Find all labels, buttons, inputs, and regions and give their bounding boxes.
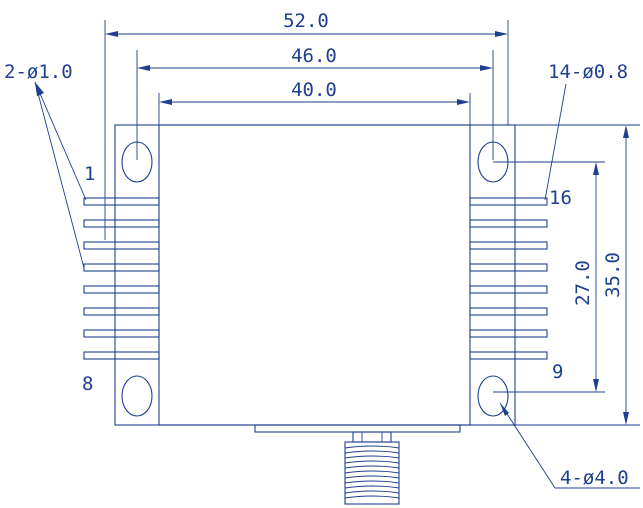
right-pin-8 — [469, 351, 548, 360]
left-pin-6 — [83, 307, 160, 316]
bottom-strip — [254, 424, 461, 433]
mount-hole-bl — [121, 375, 153, 417]
thread-line — [344, 450, 400, 454]
callout-pin-holes: 2-ø1.0 — [4, 61, 87, 269]
right-pin-6 — [469, 307, 548, 316]
thread-line — [344, 470, 400, 474]
dimension-46-label: 46.0 — [291, 45, 337, 67]
dimension-27-label: 27.0 — [572, 260, 594, 306]
right-pin-1 — [469, 197, 548, 206]
callout-mount-holes-label: 4-ø4.0 — [560, 467, 629, 489]
left-pin-2 — [83, 219, 160, 228]
left-pin-3 — [83, 241, 160, 250]
housing — [114, 124, 516, 433]
right-pin-7 — [469, 329, 548, 338]
right-pin-4 — [469, 263, 548, 272]
right-pin-2 — [469, 219, 548, 228]
left-pin-4 — [83, 263, 160, 272]
left-pin-5 — [83, 285, 160, 294]
dimension-27: 27.0 — [493, 161, 605, 393]
callout-pins: 14-ø0.8 — [544, 61, 628, 201]
housing-flange — [114, 124, 516, 426]
callout-pin-holes-label: 2-ø1.0 — [4, 61, 73, 83]
dimension-35-label: 35.0 — [602, 252, 624, 298]
right-pin-row — [469, 197, 548, 360]
pin-label-8: 8 — [82, 373, 93, 395]
thread-line — [344, 465, 400, 469]
left-pin-1 — [83, 197, 160, 206]
mounting-holes — [121, 141, 509, 417]
thread-line — [344, 455, 400, 459]
pin-label-16: 16 — [549, 187, 572, 209]
sma-connector — [344, 431, 400, 505]
housing-body — [158, 124, 471, 426]
dimension-40-label: 40.0 — [291, 79, 337, 101]
pin-label-9: 9 — [552, 361, 563, 383]
thread-line — [344, 445, 400, 449]
thread-line — [344, 460, 400, 464]
callout-pins-label: 14-ø0.8 — [548, 61, 628, 83]
pin-label-1: 1 — [84, 163, 95, 185]
dimension-35: 35.0 — [515, 124, 640, 426]
callout-mount-holes: 4-ø4.0 — [499, 402, 640, 489]
left-pin-8 — [83, 351, 160, 360]
thread-line — [344, 480, 400, 484]
thread-line — [344, 475, 400, 479]
dimension-52: 52.0 — [104, 10, 509, 240]
mount-hole-tl — [121, 141, 153, 183]
thread-line — [344, 490, 400, 494]
thread-line — [344, 485, 400, 489]
dimension-52-label: 52.0 — [283, 10, 329, 32]
thread-line — [344, 495, 400, 499]
left-pin-row — [83, 197, 160, 360]
dimension-46: 46.0 — [136, 45, 494, 160]
dimension-40: 40.0 — [158, 79, 471, 125]
right-pin-5 — [469, 285, 548, 294]
right-pin-3 — [469, 241, 548, 250]
connector-base — [352, 431, 392, 443]
mount-hole-br — [477, 375, 509, 417]
left-pin-7 — [83, 329, 160, 338]
